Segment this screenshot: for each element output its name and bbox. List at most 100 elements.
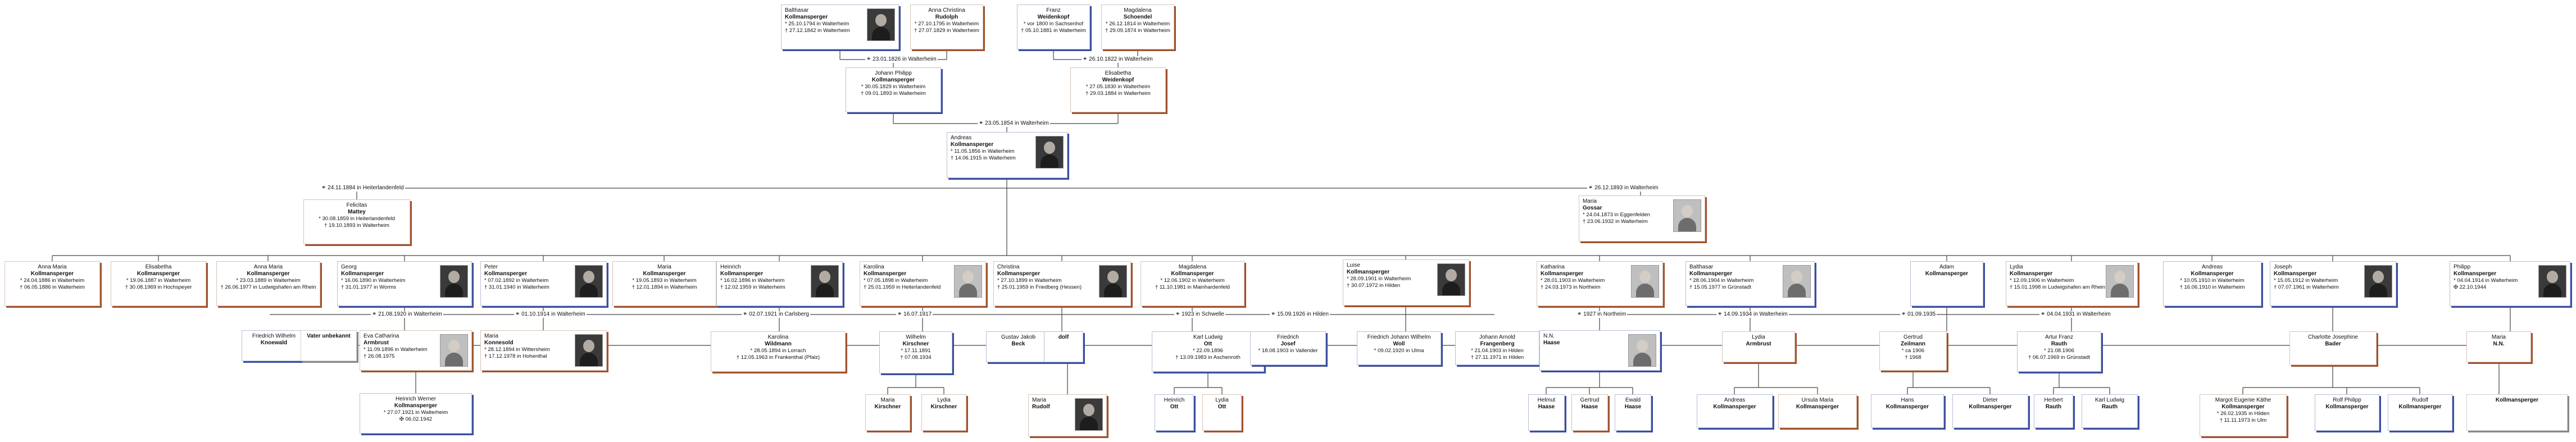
person-first-name: Friedrich Johann Wilhelm	[1367, 334, 1431, 340]
person-life-date: * 28.05.1894 in Lorrach	[750, 348, 806, 354]
person-last-name: Kollmansperger	[2274, 271, 2317, 277]
person-first-name: Friedrich Wilhelm	[252, 333, 296, 339]
person-first-name: Maria	[1583, 198, 1597, 204]
person-last-name: Kollmansperger	[2010, 271, 2053, 277]
person-first-name: Heinrich	[1164, 397, 1185, 403]
person-life-date: * 27.07.1921 in Walterheim	[383, 409, 448, 416]
person-life-date: * vor 1800 in Sachsenhof	[1023, 21, 1084, 27]
portrait-photo	[954, 265, 982, 298]
person-last-name: Weidenkopf	[1102, 77, 1134, 83]
person-life-date: † 11.11.1973 in Ulm	[2219, 417, 2267, 423]
person-life-date: † 29.03.1884 in Walterheim	[1085, 90, 1151, 97]
person-first-name: Magdalena	[1178, 264, 1207, 270]
person-last-name: Josef	[1280, 341, 1296, 347]
person-first-name: Andreas	[2201, 264, 2223, 270]
person-life-date: * 26.12.1814 in Walterheim	[1105, 21, 1170, 27]
person-card-vater-unbekannt[interactable]: Vater unbekannt	[301, 330, 357, 361]
person-first-name: Charlotte Josephine	[2308, 334, 2358, 340]
person-card-kollmansperger-child[interactable]: Kollmansperger	[2466, 394, 2568, 431]
person-first-name: Anna Christina	[928, 7, 965, 13]
portrait-photo	[1673, 199, 1701, 232]
portrait-photo	[2538, 265, 2566, 298]
person-first-name: Balthasar	[1689, 264, 1714, 270]
person-life-date: † 27.12.1842 in Walterheim	[785, 28, 850, 34]
portrait-photo	[575, 265, 603, 298]
person-card-rudolf-p[interactable]: dolf	[1044, 331, 1083, 362]
person-first-name: Elisabetha	[145, 264, 172, 270]
marriage-label: ⚭ 1927 in Northeim	[1576, 311, 1628, 318]
person-life-date: * 12.09.1906 in Walterheim	[2010, 277, 2074, 284]
person-last-name: dolf	[1058, 334, 1069, 340]
person-first-name: Lydia	[1752, 334, 1765, 340]
person-first-name: Ursula Maria	[1801, 397, 1834, 403]
person-first-name: Johann Arnold	[1479, 334, 1515, 340]
person-life-date: * 21.08.1906	[2044, 348, 2074, 354]
person-life-date: † 27.07.1829 in Walterheim	[914, 28, 979, 34]
person-life-date: † 16.06.1910 in Walterheim	[2179, 284, 2245, 290]
person-card-nn-haase[interactable]: N.N.Haase	[1539, 330, 1660, 371]
person-first-name: Lydia	[1215, 397, 1229, 403]
